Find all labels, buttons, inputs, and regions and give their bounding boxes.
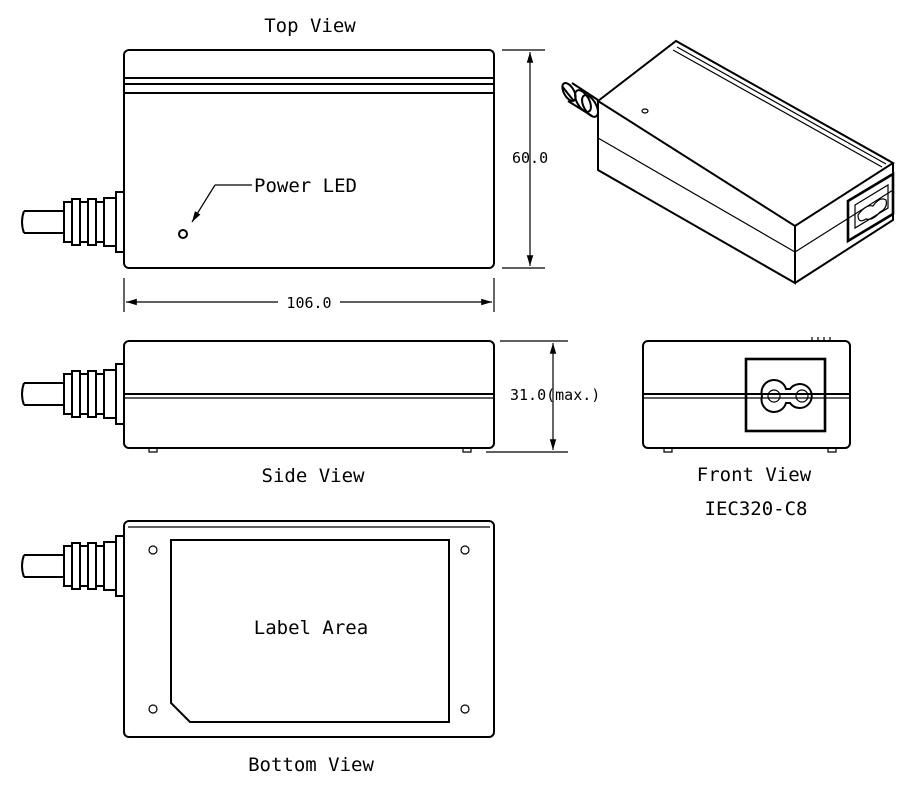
isometric-view (561, 39, 895, 285)
foot-hole (460, 545, 470, 555)
iec-inlet (744, 357, 827, 433)
iec-c8-socket (760, 379, 813, 413)
isometric-cable (561, 81, 599, 118)
foot-hole (148, 704, 158, 714)
top-view-body (123, 49, 495, 269)
side-cable (21, 363, 125, 425)
power-led-label: Power LED (254, 175, 357, 197)
foot-hole (460, 704, 470, 714)
label-area (170, 539, 450, 723)
top-view: Top View Power LED 60.0 (21, 15, 548, 312)
height-dimension: 60.0 (512, 149, 548, 167)
bottom-view-body (123, 520, 495, 738)
top-view-title: Top View (264, 15, 356, 37)
length-dimension: 106.0 (286, 294, 331, 312)
thickness-dimension: 31.0(max.) (510, 386, 600, 404)
connector-type: IEC320-C8 (705, 498, 808, 520)
isometric-inlet (846, 171, 895, 244)
power-led (178, 229, 188, 239)
top-cable (21, 191, 125, 253)
front-view-title: Front View (697, 464, 812, 486)
front-view: Front View IEC320-C8 (642, 337, 851, 520)
label-area-text: Label Area (254, 617, 368, 639)
side-view-title: Side View (262, 465, 366, 487)
bottom-view-title: Bottom View (248, 754, 374, 776)
foot-hole (148, 545, 158, 555)
side-view: Side View 31.0(max.) (21, 340, 600, 487)
bottom-view: Label Area Bottom View (21, 520, 495, 776)
bottom-cable (21, 535, 125, 597)
